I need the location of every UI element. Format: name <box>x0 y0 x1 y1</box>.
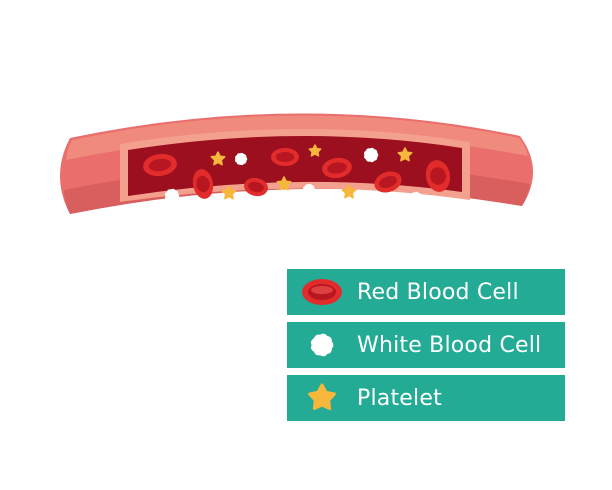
white-blood-cell <box>310 333 334 357</box>
red-blood-cell <box>271 148 299 166</box>
platelet <box>397 147 413 162</box>
vessel-outer-highlight <box>66 115 528 160</box>
platelet <box>221 185 237 200</box>
legend-row-red-blood-cell: Red Blood Cell <box>287 269 565 315</box>
red-blood-cell <box>244 177 268 197</box>
white-blood-cell <box>164 188 180 204</box>
platelet <box>276 176 292 191</box>
legend-row-white-blood-cell: White Blood Cell <box>287 322 565 368</box>
red-blood-cell <box>374 171 402 193</box>
white-blood-cell <box>363 147 379 163</box>
red-blood-cell <box>192 169 214 199</box>
legend-label-platelet: Platelet <box>357 385 442 411</box>
red-blood-cell-icon <box>302 279 342 305</box>
red-blood-cell <box>143 153 177 177</box>
legend-label-red-blood-cell: Red Blood Cell <box>357 279 519 305</box>
white-blood-cell <box>234 152 248 166</box>
blood-vessel-illustration <box>60 113 534 214</box>
white-blood-cell <box>302 183 316 197</box>
platelet <box>210 151 226 166</box>
platelet-icon <box>308 383 336 410</box>
blood-cells-group <box>143 144 451 205</box>
red-blood-cell <box>425 160 451 192</box>
platelet <box>341 184 357 199</box>
white-blood-cell <box>409 191 423 205</box>
white-blood-cell-icon <box>310 333 334 357</box>
platelet <box>308 144 322 157</box>
legend-row-platelet: Platelet <box>287 375 565 421</box>
legend: Red Blood Cell White Blood Cell Platelet <box>287 269 565 428</box>
legend-label-white-blood-cell: White Blood Cell <box>357 332 542 358</box>
red-blood-cell <box>322 157 352 179</box>
